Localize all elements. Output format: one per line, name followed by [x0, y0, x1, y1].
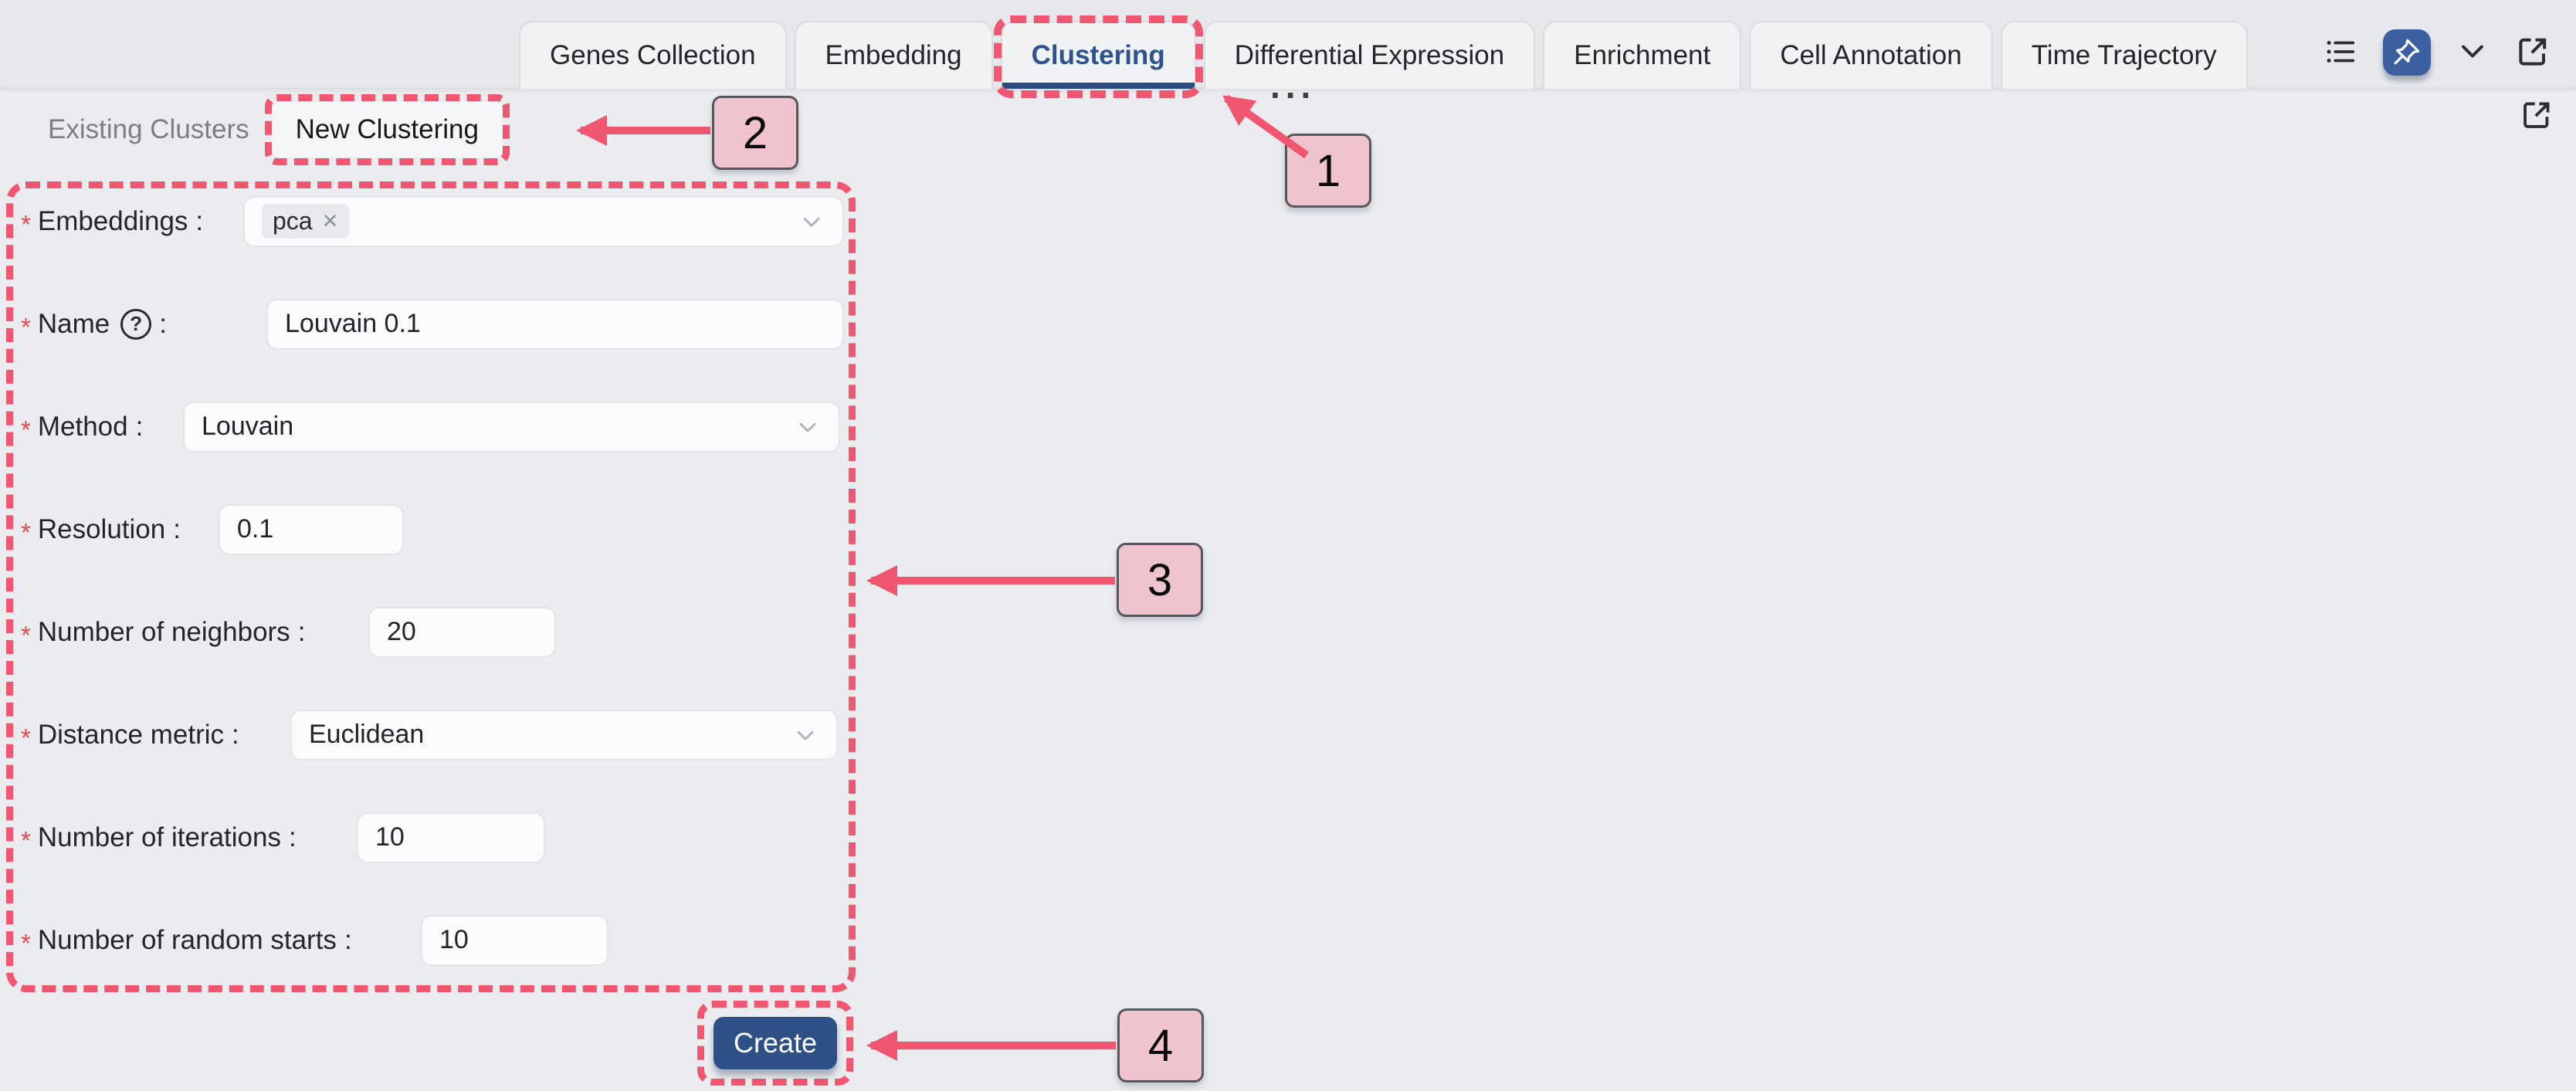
tab-cell-annotation[interactable]: Cell Annotation	[1749, 21, 1993, 89]
select-chevron-icon	[794, 413, 822, 441]
field-value: 20	[387, 617, 416, 646]
form-row-number-of-iterations: *Number of iterations: 10	[21, 786, 849, 889]
field-value: Euclidean	[309, 720, 425, 749]
tag-remove-icon[interactable]: ✕	[321, 209, 339, 232]
select-chevron-icon	[798, 208, 825, 235]
select-chevron-icon	[791, 721, 819, 749]
field-colon: :	[288, 822, 297, 852]
required-asterisk: *	[21, 620, 31, 649]
chevron-down-icon	[2456, 35, 2490, 71]
create-button[interactable]: Create	[713, 1017, 837, 1069]
tab-enrichment[interactable]: Enrichment	[1543, 21, 1742, 89]
field-value: Louvain	[202, 412, 294, 441]
field-colon: :	[344, 924, 352, 955]
field-label-number-of-iterations: Number of iterations	[37, 822, 281, 852]
question-circle-icon[interactable]: ?	[120, 308, 152, 340]
field-label-number-of-random-starts: Number of random starts	[37, 924, 337, 955]
create-button-highlight: Create	[697, 1001, 853, 1086]
name-input[interactable]: Louvain 0.1	[266, 298, 844, 350]
pin-icon	[2391, 36, 2423, 70]
distance-metric-select[interactable]: Euclidean	[290, 709, 838, 761]
form-row-resolution: *Resolution: 0.1	[21, 478, 849, 581]
field-colon: :	[173, 513, 181, 544]
field-value: 0.1	[237, 514, 274, 544]
field-label-name: Name	[37, 308, 110, 339]
cluster-subtabs: Existing Clusters New Clustering	[48, 94, 510, 165]
tag-label: pca	[273, 207, 313, 235]
field-label-embeddings: Embeddings	[37, 205, 188, 236]
pin-button[interactable]	[2383, 29, 2431, 76]
required-asterisk: *	[21, 415, 31, 444]
form-rows: *Embeddings:pca✕*Name?:Louvain 0.1*Metho…	[21, 170, 849, 991]
field-label-distance-metric: Distance metric	[37, 719, 225, 750]
selected-tag-pca: pca ✕	[262, 204, 350, 239]
field-label-resolution: Resolution	[37, 513, 166, 544]
tab-bar-actions	[2323, 19, 2551, 86]
required-asterisk: *	[21, 723, 31, 752]
required-asterisk: *	[21, 312, 31, 341]
field-colon: :	[135, 411, 144, 442]
form-row-number-of-random-starts: *Number of random starts: 10	[21, 889, 849, 991]
field-value: Louvain 0.1	[285, 309, 421, 338]
method-select[interactable]: Louvain	[183, 401, 840, 452]
number-of-random-starts-input[interactable]: 10	[421, 914, 608, 966]
tab-embedding[interactable]: Embedding	[794, 21, 993, 89]
tab-differential-expression[interactable]: Differential Expression	[1203, 21, 1536, 89]
collapse-button[interactable]	[2456, 35, 2490, 71]
tab-clustering[interactable]: Clustering	[993, 15, 1203, 98]
subtab-existing-clusters[interactable]: Existing Clusters	[48, 114, 249, 144]
required-asterisk: *	[21, 825, 31, 855]
field-value: 10	[439, 925, 469, 954]
annotation-badge-3: 3	[1117, 543, 1203, 617]
annotation-badge-1: 1	[1285, 134, 1371, 208]
tab-genes-collection[interactable]: Genes Collection	[519, 21, 787, 89]
subtab-new-clustering[interactable]: New Clustering	[264, 94, 510, 165]
number-of-iterations-input[interactable]: 10	[357, 811, 545, 863]
number-of-neighbors-input[interactable]: 20	[368, 606, 556, 658]
form-row-name: *Name?: Louvain 0.1	[21, 273, 849, 375]
embeddings-select[interactable]: pca ✕	[243, 195, 844, 247]
required-asterisk: *	[21, 928, 31, 957]
form-row-embeddings: *Embeddings: pca ✕	[21, 170, 849, 273]
annotation-badge-4: 4	[1117, 1008, 1204, 1083]
form-row-method: *Method: Louvain	[21, 375, 849, 478]
field-colon: :	[195, 205, 204, 236]
tab-time-trajectory[interactable]: Time Trajectory	[2000, 21, 2248, 89]
external-link-icon	[2519, 97, 2554, 135]
form-row-distance-metric: *Distance metric: Euclidean	[21, 683, 849, 786]
field-value: 10	[375, 822, 405, 852]
new-clustering-form: *Embeddings:pca✕*Name?:Louvain 0.1*Metho…	[6, 181, 856, 992]
field-colon: :	[232, 719, 239, 750]
field-colon: :	[297, 616, 306, 647]
list-icon	[2323, 34, 2358, 72]
open-external-button[interactable]	[2514, 33, 2551, 73]
list-button[interactable]	[2323, 34, 2358, 72]
external-link-icon	[2514, 33, 2551, 73]
annotation-badge-2: 2	[712, 96, 798, 170]
field-colon: :	[159, 308, 167, 339]
tab-overflow-indicator: ...	[1270, 66, 1317, 106]
form-row-number-of-neighbors: *Number of neighbors: 20	[21, 581, 849, 683]
resolution-input[interactable]: 0.1	[219, 503, 404, 555]
field-label-method: Method	[37, 411, 128, 442]
field-label-number-of-neighbors: Number of neighbors	[37, 616, 290, 647]
required-asterisk: *	[21, 517, 31, 547]
panel-open-external-button[interactable]	[2519, 97, 2554, 135]
required-asterisk: *	[21, 209, 31, 239]
